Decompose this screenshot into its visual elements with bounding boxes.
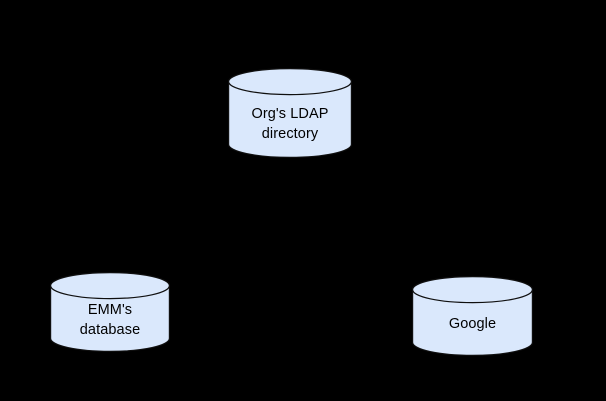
cylinder-top-cap bbox=[411, 276, 534, 304]
cylinder-top-cap bbox=[227, 68, 353, 96]
cylinder-top-cap bbox=[49, 272, 171, 300]
database-cylinder-icon bbox=[411, 276, 534, 356]
database-cylinder-icon bbox=[49, 272, 171, 352]
node-emm[interactable]: EMM's database bbox=[49, 272, 171, 352]
database-cylinder-icon bbox=[227, 68, 353, 158]
node-google[interactable]: Google bbox=[411, 276, 534, 356]
node-ldap[interactable]: Org's LDAP directory bbox=[227, 68, 353, 158]
